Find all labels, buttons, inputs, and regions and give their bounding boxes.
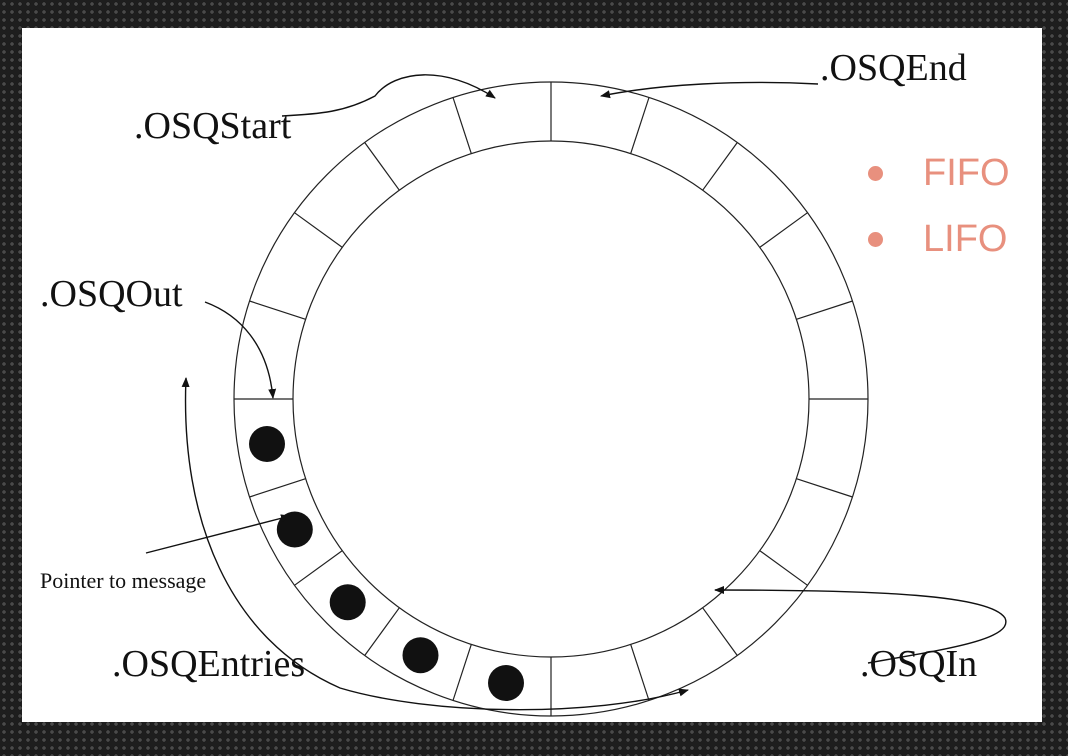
label-osqout: .OSQOut <box>40 273 183 315</box>
label-pointer-to-message: Pointer to message <box>40 568 206 593</box>
arrow-osqentries <box>181 377 689 711</box>
slot-divider <box>452 97 472 154</box>
slot-divider <box>702 142 738 191</box>
bullet-list: FIFO LIFO <box>866 140 1010 272</box>
bullet-dot-icon <box>868 231 883 247</box>
message-entry <box>402 637 439 674</box>
message-entry <box>249 426 285 462</box>
slot-divider <box>249 478 306 498</box>
slot-divider <box>294 212 343 248</box>
bullet-item-lifo: LIFO <box>866 206 1010 272</box>
slot-divider <box>796 300 853 320</box>
arrow-osqin <box>714 586 1007 664</box>
message-entry <box>329 584 366 621</box>
ring-outer <box>233 81 869 717</box>
slot-divider <box>249 300 306 320</box>
arrow-osqout <box>204 301 277 399</box>
slot-divider <box>630 644 650 701</box>
arrow-osqend <box>600 81 819 99</box>
bullet-text: FIFO <box>923 152 1010 194</box>
label-osqin: .OSQIn <box>860 643 977 685</box>
ring-inner <box>292 140 810 658</box>
slot-divider <box>364 607 400 656</box>
slot-divider <box>630 97 650 154</box>
label-osqend: .OSQEnd <box>820 47 967 89</box>
slot-divider <box>759 212 808 248</box>
slot-dividers <box>234 82 868 716</box>
label-osqstart: .OSQStart <box>134 105 292 147</box>
slot-divider <box>759 550 808 586</box>
label-osqentries: .OSQEntries <box>112 643 305 685</box>
slot-divider <box>294 550 343 586</box>
slot-divider <box>702 607 738 656</box>
arrow-pointer-to-message <box>145 514 291 554</box>
arrow-osqstart <box>281 74 496 117</box>
bullet-text: LIFO <box>923 218 1008 260</box>
slot-divider <box>364 142 400 191</box>
slot-divider <box>452 644 472 701</box>
message-entry <box>488 665 524 701</box>
bullet-item-fifo: FIFO <box>866 140 1010 206</box>
slot-divider <box>796 478 853 498</box>
message-entry <box>276 511 313 548</box>
bullet-dot-icon <box>868 165 883 181</box>
